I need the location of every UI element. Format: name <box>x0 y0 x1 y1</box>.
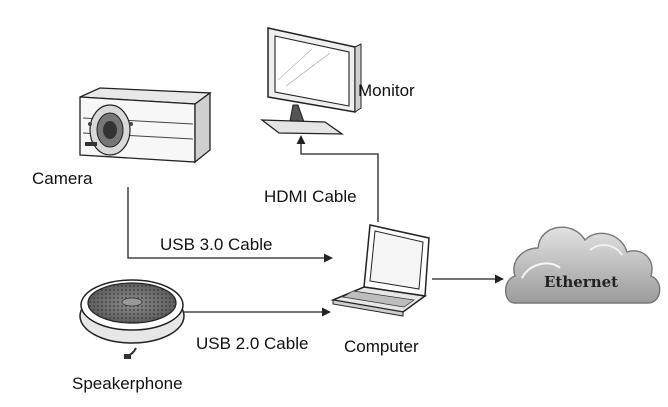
connector-lines <box>127 135 504 317</box>
computer-label: Computer <box>344 337 419 356</box>
speakerphone-label: Speakerphone <box>72 374 183 393</box>
monitor-label: Monitor <box>358 81 415 100</box>
camera-icon <box>79 87 212 164</box>
ethernet-cloud-icon <box>504 226 661 304</box>
usb3-cable-label: USB 3.0 Cable <box>160 235 273 254</box>
computer-icon <box>330 224 430 317</box>
usb3-cable-line <box>127 187 333 263</box>
hdmi-cable-line <box>296 135 379 222</box>
ethernet-label: Ethernet <box>544 273 619 291</box>
usb2-cable-label: USB 2.0 Cable <box>196 334 309 353</box>
camera-label: Camera <box>32 169 93 188</box>
monitor-icon <box>259 27 362 135</box>
hdmi-cable-label: HDMI Cable <box>264 187 357 206</box>
speakerphone-icon <box>79 279 185 359</box>
